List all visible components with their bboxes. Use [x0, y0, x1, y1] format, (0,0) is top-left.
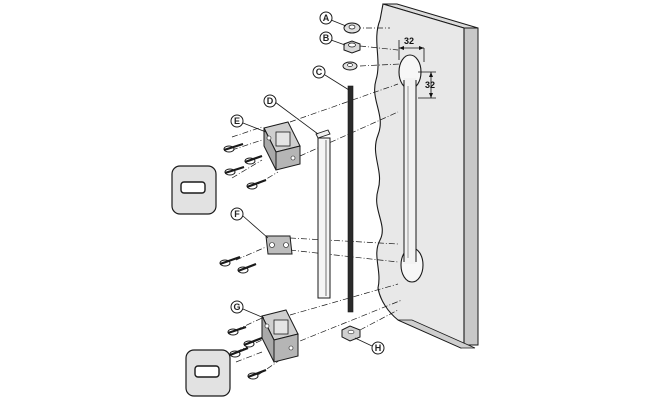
callout-h: H: [371, 341, 385, 355]
bracket-e: [263, 121, 301, 171]
handle-bar-d: [315, 129, 331, 299]
washer-a: [343, 22, 361, 34]
panel-slot: [398, 54, 424, 283]
dimension-vertical-label: 32: [425, 80, 435, 90]
callout-h-label: H: [375, 343, 382, 353]
cover-cap-top: [171, 165, 217, 215]
nut-h: [341, 325, 361, 342]
screw-icon: [219, 255, 241, 267]
callout-f-label: F: [234, 209, 240, 219]
screw-icon: [224, 165, 245, 176]
callout-c-label: C: [316, 67, 323, 77]
callout-g-label: G: [233, 302, 240, 312]
screw-icon: [227, 325, 247, 336]
bracket-g: [261, 309, 299, 363]
screw-icon: [247, 368, 267, 380]
dimension-marks: 32 32: [398, 36, 436, 99]
callout-a: A: [319, 11, 333, 25]
callout-e: E: [230, 114, 244, 128]
callout-d: D: [263, 94, 277, 108]
nut-b: [343, 40, 361, 54]
callout-e-label: E: [234, 116, 240, 126]
callout-d-label: D: [267, 96, 274, 106]
screw-icon: [243, 336, 263, 348]
assembly-guide-lines: [231, 27, 403, 376]
callout-c: C: [312, 65, 326, 79]
screw-icon: [246, 178, 267, 190]
callout-leaders: [242, 19, 373, 347]
callout-a-label: A: [323, 13, 330, 23]
screw-icon: [244, 154, 263, 165]
cover-cap-bottom: [185, 349, 231, 397]
callout-f: F: [230, 207, 244, 221]
dimension-horizontal-label: 32: [404, 36, 414, 46]
screw-icon: [223, 142, 244, 153]
screw-icon: [237, 262, 257, 274]
plate-f: [265, 235, 293, 255]
threaded-rod-c: [347, 85, 354, 313]
callout-b-label: B: [323, 33, 330, 43]
callout-b: B: [319, 31, 333, 45]
screw-icon: [229, 346, 249, 358]
screws: [219, 142, 267, 380]
washer-c-top: [342, 61, 358, 71]
callout-g: G: [230, 300, 244, 314]
door-panel: [374, 3, 479, 349]
